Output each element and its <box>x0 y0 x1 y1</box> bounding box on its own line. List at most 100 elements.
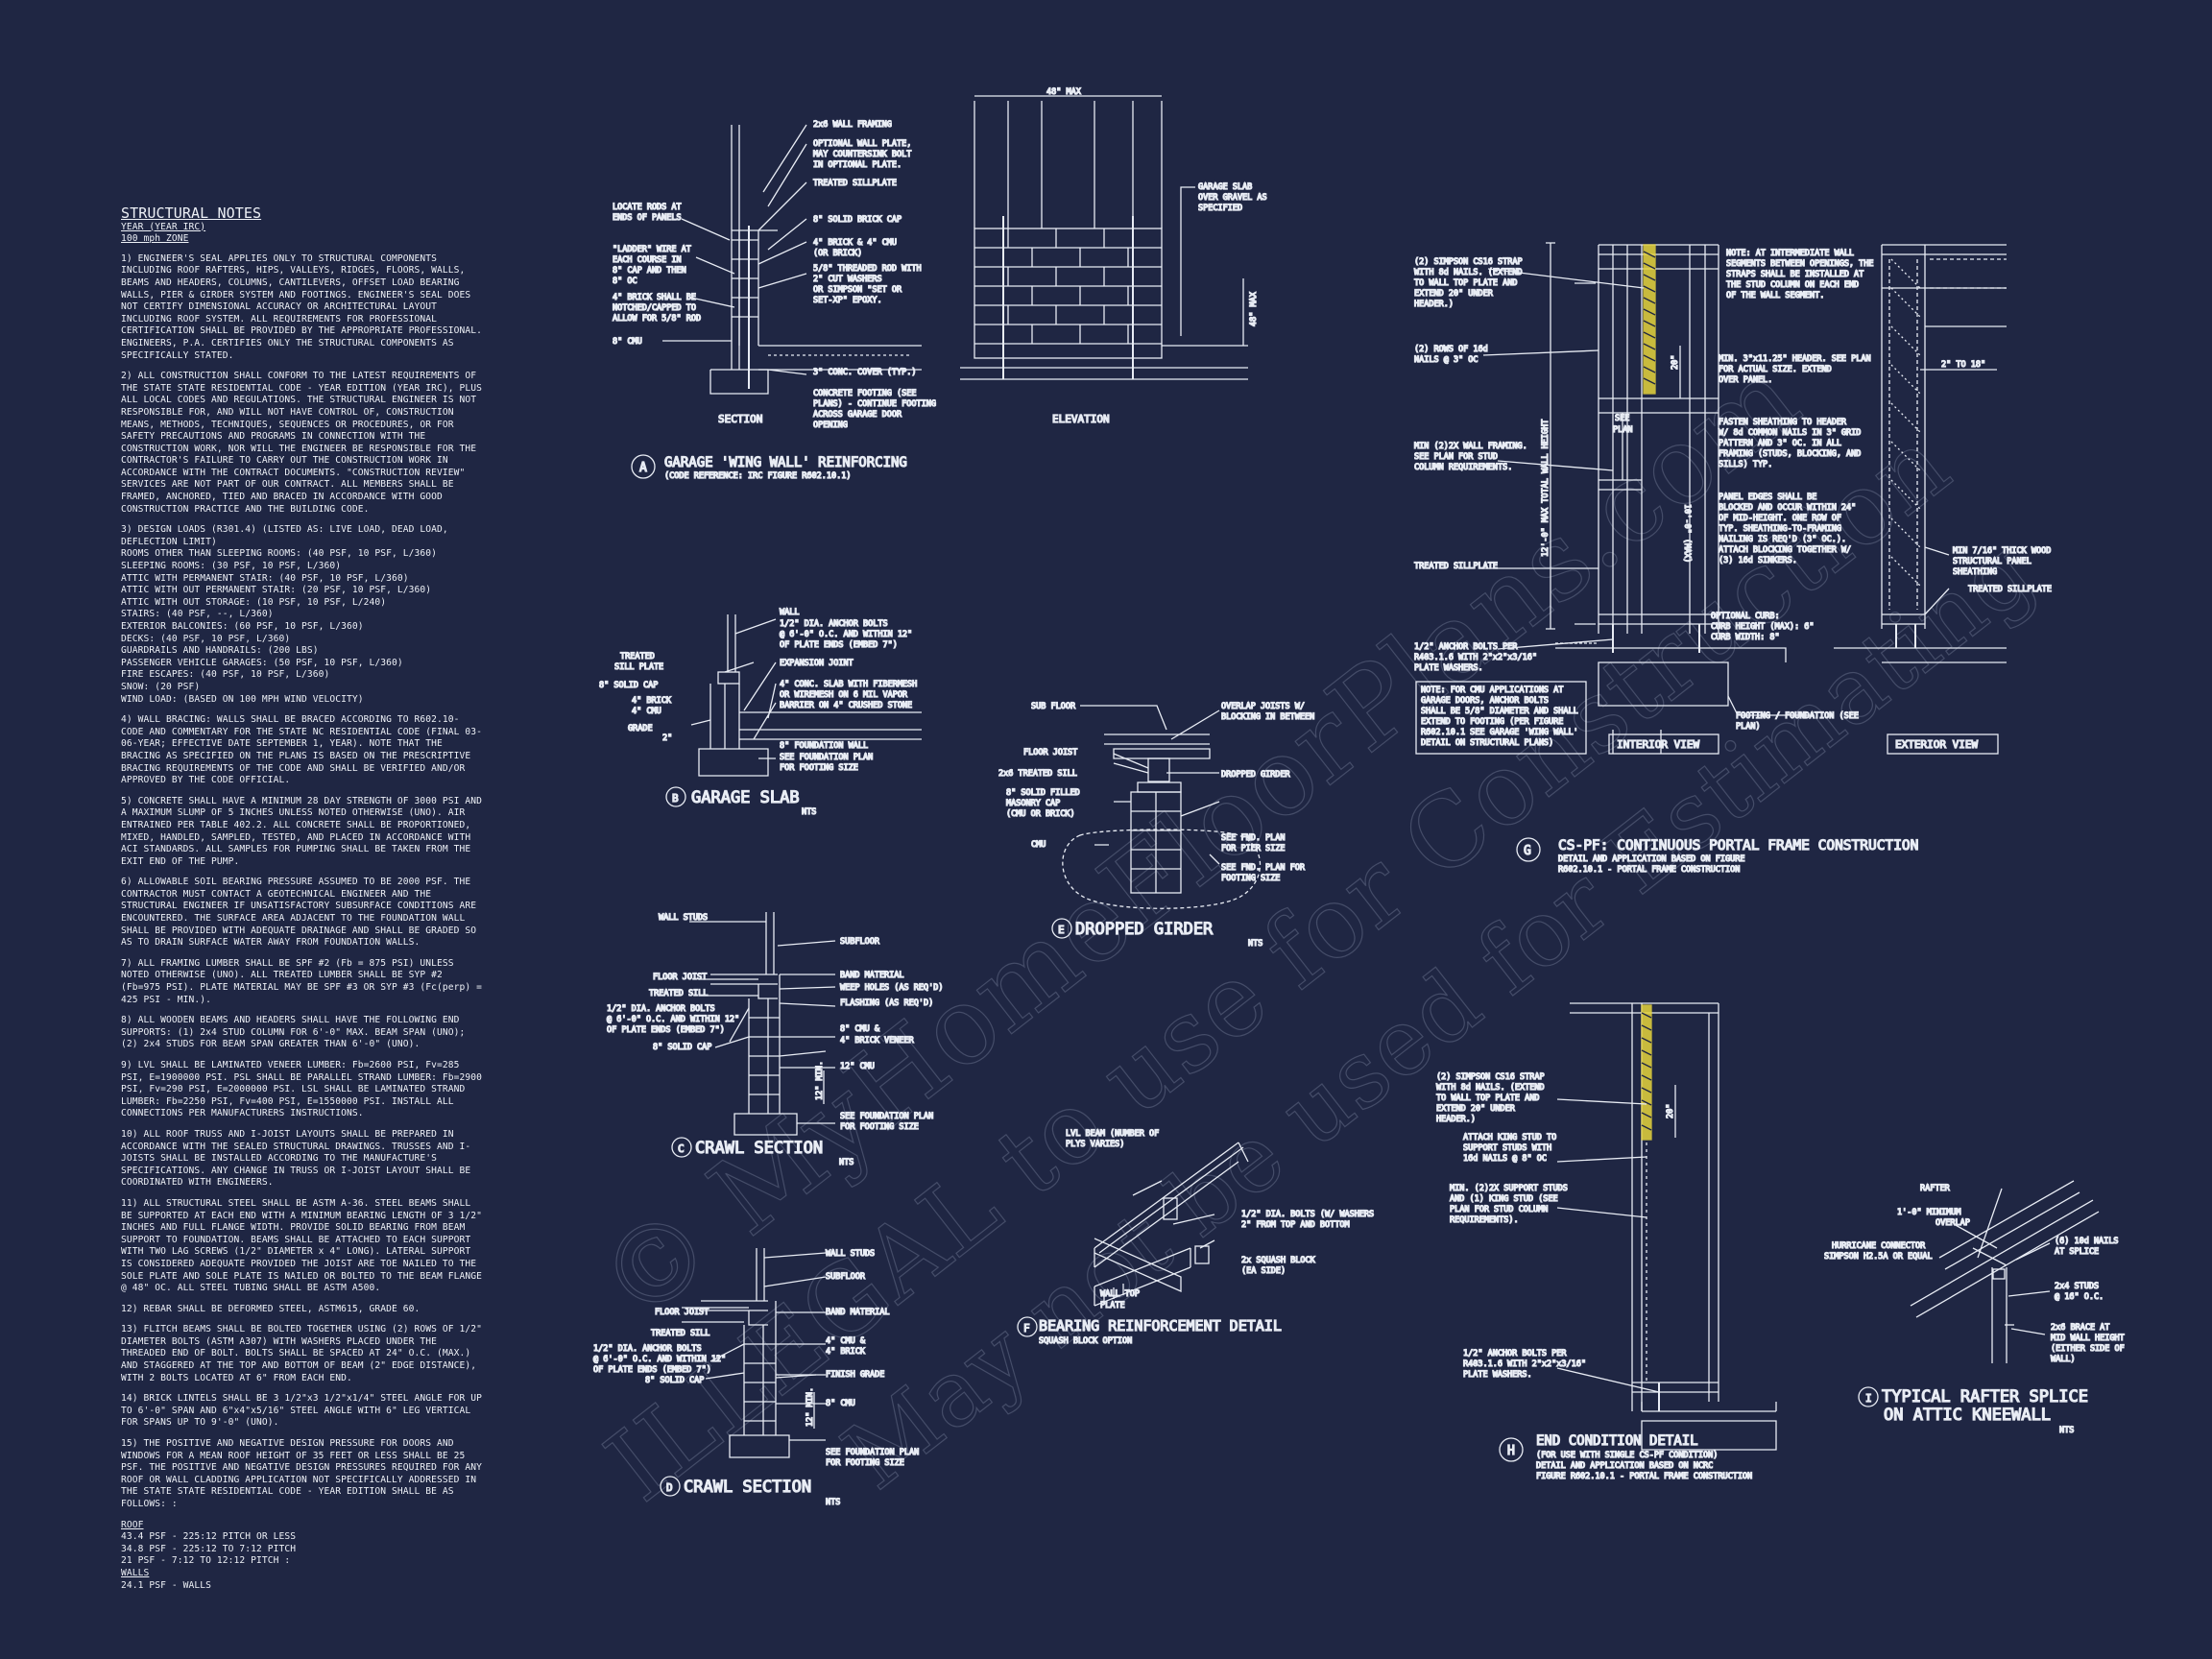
c-r9: FOR FOOTING SIZE <box>840 1122 919 1132</box>
h-l14: R403.1.6 WITH 2"x2"x3/16" <box>1463 1359 1586 1369</box>
g-l1: (2) SIMPSON CS16 STRAP <box>1414 257 1523 267</box>
g-l9: SEE PLAN FOR STUD <box>1414 452 1498 462</box>
notes-paragraph-5: 5) CONCRETE SHALL HAVE A MINIMUM 28 DAY … <box>121 795 488 867</box>
detail-g-portal-frame <box>1415 242 2007 862</box>
i-nts: NTS <box>2059 1426 2074 1435</box>
i-l8: 2x4 STUDS <box>2055 1282 2099 1291</box>
a-left-10: 8" CMU <box>613 337 642 347</box>
a-label-5: TREATED SILLPLATE <box>813 179 897 188</box>
c-l5: @ 6'-0" O.C. AND WITHIN 12" <box>607 1015 739 1024</box>
notes-paragraph-10: 10) ALL ROOF TRUSS AND I-JOIST LAYOUTS S… <box>121 1128 477 1189</box>
i-l5: SIMPSON H2.5A OR EQUAL <box>1824 1252 1933 1262</box>
h-l15: PLATE WASHERS. <box>1463 1370 1532 1380</box>
d-nts: NTS <box>826 1498 840 1507</box>
c-letter: C <box>678 1142 685 1155</box>
c-r8: SEE FOUNDATION PLAN <box>840 1112 933 1121</box>
e-l4: 8" SOLID FILLED <box>1006 788 1080 798</box>
a-label-10: 2" CUT WASHERS <box>813 275 882 284</box>
g-l3: TO WALL TOP PLATE AND <box>1414 278 1517 288</box>
g-l12: 1/2" ANCHOR BOLTS PER <box>1414 642 1518 652</box>
e-r3: DROPPED GIRDER <box>1221 770 1291 780</box>
g-l7: NAILS @ 3" OC <box>1414 355 1479 365</box>
a-max-side: 48" MAX <box>1249 291 1259 326</box>
notes-walls-lines: 24.1 PSF - WALLS <box>121 1580 486 1593</box>
c-r6: 4" BRICK VENEER <box>840 1036 915 1046</box>
g-m18: NAILING IS REQ'D (3" OC.). <box>1719 535 1846 544</box>
g-m8: OVER PANEL. <box>1719 375 1772 385</box>
g-m22: CURB HEIGHT (MAX): 6" <box>1711 622 1814 632</box>
a-left-5: 8" CAP AND THEN <box>613 266 686 276</box>
roof-line-3: 21 PSF - 7:12 TO 12:12 PITCH : <box>121 1555 291 1567</box>
b-r3: @ 6'-0" O.C. AND WITHIN 12" <box>780 630 912 639</box>
c-dim: 12" MIN. <box>815 1061 825 1100</box>
d-title: CRAWL SECTION <box>684 1478 811 1497</box>
i-l3: OVERLAP <box>1936 1218 1970 1228</box>
roof-line-1: 43.4 PSF - 225:12 PITCH OR LESS <box>121 1531 297 1543</box>
i-l12: (EITHER SIDE OF <box>2051 1344 2125 1354</box>
b-l5: 4" CMU <box>632 707 661 716</box>
e-r5: FOR PIER SIZE <box>1221 844 1286 854</box>
a-elevation-label: ELEVATION <box>1052 413 1110 425</box>
d-r8: SEE FOUNDATION PLAN <box>826 1448 919 1457</box>
g-l14: PLATE WASHERS. <box>1414 663 1483 673</box>
c-title: CRAWL SECTION <box>695 1139 823 1158</box>
detail-f-bearing-reinforcement <box>1017 1142 1249 1337</box>
notes-paragraph-8: 8) ALL WOODEN BEAMS AND HEADERS SHALL HA… <box>121 1015 471 1050</box>
g-m11: PATTERN AND 3" OC. IN ALL <box>1719 439 1841 448</box>
a-label-15: PLANS) - CONTINUE FOOTING <box>813 399 936 409</box>
b-l1: TREATED <box>620 652 655 661</box>
a-label-12: SET-XP" EPOXY. <box>813 296 882 305</box>
g-m16: OF MID-HEIGHT. ONE ROW OF <box>1719 514 1841 523</box>
notes-wind-zone: 100 mph ZONE <box>121 233 189 245</box>
g-m20: (3) 16d SINKERS. <box>1719 556 1797 565</box>
watermark: © MyHomeFloorPlans.com ILLEGAL to use fo… <box>575 335 2053 1525</box>
notes-paragraph-13: 13) FLITCH BEAMS SHALL BE BOLTED TOGETHE… <box>121 1324 488 1383</box>
b-l4: 4" BRICK <box>632 696 672 706</box>
g-dim-wall: 10'-0" (MAX) <box>1682 504 1692 563</box>
i-l10: 2x6 BRACE AT <box>2051 1323 2109 1333</box>
b-title: GARAGE SLAB <box>691 788 800 807</box>
notes-paragraph-4: 4) WALL BRACING: WALLS SHALL BE BRACED A… <box>121 714 483 786</box>
notes-paragraph-2: 2) ALL CONSTRUCTION SHALL CONFORM TO THE… <box>121 371 488 515</box>
h-title: END CONDITION DETAIL <box>1536 1433 1698 1449</box>
g-m12: FRAMING (STUDS, BLOCKING, AND <box>1719 449 1861 459</box>
c-r1: SUBFLOOR <box>840 937 880 947</box>
g-n3: SHALL BE 5/8" DIAMETER AND SHALL <box>1421 707 1578 716</box>
e-l6: (CMU OR BRICK) <box>1006 809 1075 819</box>
a-label-11: OR SIMPSON "SET OR <box>813 285 902 295</box>
g-n1: NOTE: FOR CMU APPLICATIONS AT <box>1421 685 1563 695</box>
b-r11: FOR FOOTING SIZE <box>780 763 858 773</box>
detail-h-end-condition <box>1499 1002 1777 1462</box>
b-r7: OR WIREMESH ON 6 MIL VAPOR <box>780 690 908 700</box>
f-l4: 2" FROM TOP AND BOTTOM <box>1241 1220 1350 1230</box>
d-r3: BAND MATERIAL <box>826 1308 890 1317</box>
detail-b-garage-slab <box>665 614 922 807</box>
e-title: DROPPED GIRDER <box>1075 920 1214 939</box>
walls-line-1: 24.1 PSF - WALLS <box>121 1579 212 1591</box>
d-r6: FINISH GRADE <box>826 1370 884 1380</box>
d-r1: WALL STUDS <box>826 1249 875 1259</box>
b-r8: BARRIER ON 4" CRUSHED STONE <box>780 701 912 710</box>
f-title: BEARING REINFORCEMENT DETAIL <box>1039 1317 1282 1334</box>
f-l3: 1/2" DIA. BOLTS (W/ WASHERS <box>1241 1210 1374 1219</box>
a-left-9: ALLOW FOR 5/8" ROD <box>613 314 701 324</box>
roof-line-2: 34.8 PSF - 225:12 TO 7:12 PITCH <box>121 1543 297 1554</box>
notes-paragraph-6: 6) ALLOWABLE SOIL BEARING PRESSURE ASSUM… <box>121 877 483 949</box>
i-l9: @ 16" O.C. <box>2055 1292 2104 1302</box>
c-r5: 8" CMU & <box>840 1024 880 1034</box>
g-l8: MIN (2)2X WALL FRAMING. <box>1414 442 1527 451</box>
g-m4: THE STUD COLUMN ON EACH END <box>1726 280 1859 290</box>
g-n5: R602.10.1 SEE GARAGE 'WING WALL' <box>1421 728 1578 737</box>
f-l1: LVL BEAM (NUMBER OF <box>1066 1129 1159 1139</box>
g-title: CS-PF: CONTINUOUS PORTAL FRAME CONSTRUCT… <box>1558 838 1918 854</box>
g-m21: OPTIONAL CURB: <box>1711 612 1780 621</box>
b-r10: SEE FOUNDATION PLAN <box>780 753 873 762</box>
c-r3: WEEP HOLES (AS REQ'D) <box>840 983 943 993</box>
f-letter: F <box>1023 1322 1030 1334</box>
c-nts: NTS <box>839 1158 854 1167</box>
a-label-2: OPTIONAL WALL PLATE, <box>813 139 911 149</box>
a-label-1: 2x6 WALL FRAMING <box>813 120 892 130</box>
notes-paragraph-3: 3) DESIGN LOADS (R301.4) (LISTED AS: LIV… <box>121 524 448 705</box>
g-dim-2to18: 2" TO 18" <box>1941 360 1985 370</box>
g-l11: TREATED SILLPLATE <box>1414 562 1498 571</box>
